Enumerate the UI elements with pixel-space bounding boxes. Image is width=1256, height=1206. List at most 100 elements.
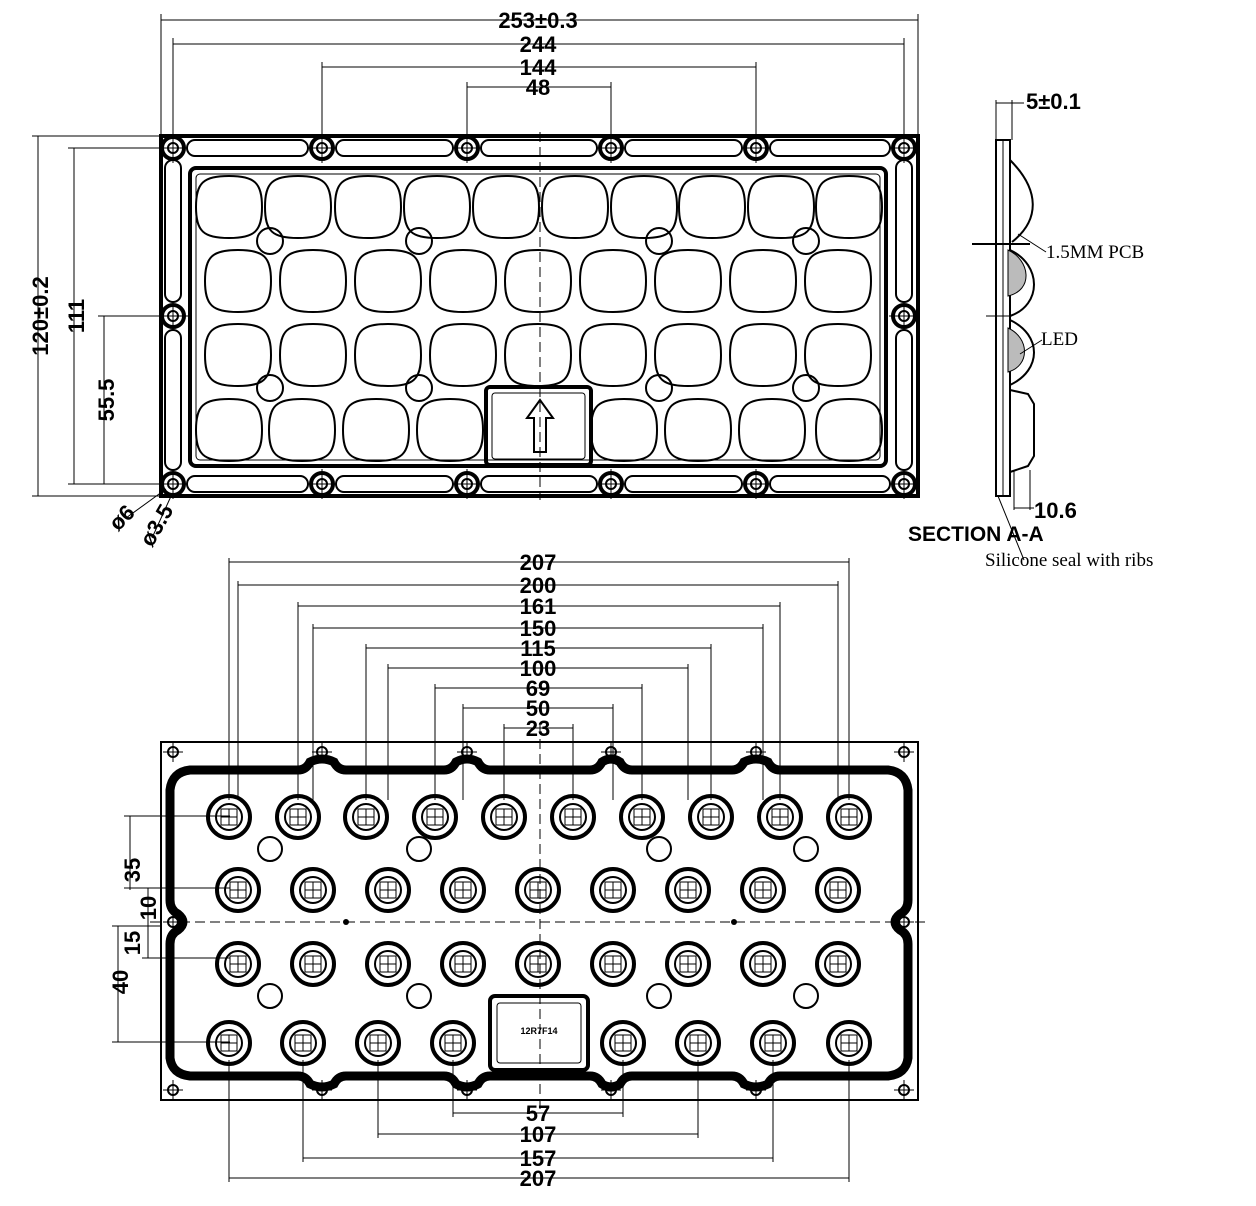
mounting-slot: [164, 159, 182, 303]
section-led-hatch: [1007, 327, 1025, 373]
led-icon: [352, 803, 380, 831]
led-icon: [824, 876, 852, 904]
led-lens: [290, 867, 336, 913]
led-icon: [697, 803, 725, 831]
screw-boss: [792, 227, 820, 255]
bottom-top-dim-label: 150: [520, 616, 557, 641]
seal-note: Silicone seal with ribs: [985, 550, 1153, 571]
section-led-label: LED: [1041, 329, 1078, 350]
lens: [203, 248, 273, 314]
led-lens: [515, 867, 561, 913]
led-icon: [684, 1029, 712, 1057]
led-icon: [284, 803, 312, 831]
lens: [540, 174, 610, 240]
led-icon: [766, 803, 794, 831]
top-lens-frame-inner: [195, 173, 881, 461]
lens: [589, 397, 659, 463]
lens: [746, 174, 816, 240]
led-icon: [421, 803, 449, 831]
bottom-screw-boss: [257, 983, 283, 1009]
bottom-bottom-dim-label: 57: [526, 1101, 550, 1126]
dim-hole-outer-diameter: ø6: [104, 500, 140, 536]
lens: [428, 322, 498, 388]
led-lens: [515, 941, 561, 987]
screw-bosses: [256, 227, 820, 402]
led-icon: [599, 950, 627, 978]
lens: [503, 322, 573, 388]
bottom-mounting-holes: [163, 742, 914, 1100]
lens: [341, 397, 411, 463]
bottom-left-dim-lines: [112, 815, 230, 1043]
lens: [278, 322, 348, 388]
label-window-inner: [491, 392, 586, 460]
led-icon: [374, 950, 402, 978]
lens: [663, 397, 733, 463]
led-icon: [749, 876, 777, 904]
lens: [728, 322, 798, 388]
screw-boss: [405, 227, 433, 255]
dim-hole-span-mid: 144: [520, 55, 557, 80]
bottom-top-dim-label: 115: [520, 636, 556, 661]
dim-hole-span-inner: 48: [526, 75, 550, 100]
lens: [203, 322, 273, 388]
led-icon: [299, 876, 327, 904]
section-pcb-label: 1.5MM PCB: [1046, 242, 1144, 263]
section-thickness-dim: 5±0.1: [1026, 89, 1081, 114]
mounting-slot: [769, 475, 891, 493]
mounting-slot: [335, 139, 454, 157]
led-icon: [524, 876, 552, 904]
lens: [415, 397, 485, 463]
section-view: 5±0.1 1.5MM PCB LED 10.6 SECTION A-A Sil…: [908, 89, 1153, 571]
led-icon: [524, 950, 552, 978]
bottom-screw-boss: [793, 983, 819, 1009]
led-lens: [215, 941, 261, 987]
led-icon: [374, 876, 402, 904]
led-icon: [674, 876, 702, 904]
section-lens-2: [1009, 249, 1035, 317]
bottom-top-dim-label: 50: [526, 696, 550, 721]
led-lens: [665, 867, 711, 913]
lens: [278, 248, 348, 314]
led-icon: [289, 1029, 317, 1057]
bottom-top-dim-label: 161: [520, 594, 557, 619]
lens: [578, 322, 648, 388]
mounting-slot: [895, 159, 913, 303]
led-lens: [365, 867, 411, 913]
mounting-slot: [624, 139, 743, 157]
led-icon: [449, 876, 477, 904]
screw-boss: [645, 227, 673, 255]
lens: [737, 397, 807, 463]
mounting-slot: [164, 329, 182, 471]
led-icon: [759, 1029, 787, 1057]
lens: [333, 174, 403, 240]
led-icon: [299, 950, 327, 978]
bottom-screw-bosses: [257, 836, 819, 1009]
direction-arrow-icon: [525, 398, 555, 453]
screw-boss: [405, 374, 433, 402]
bottom-top-dim-label: 69: [526, 676, 550, 701]
bottom-bottom-dim-label: 107: [520, 1122, 557, 1147]
lens: [578, 248, 648, 314]
top-dim-lines: [160, 14, 919, 148]
section-lens-3: [1009, 319, 1035, 386]
lens: [428, 248, 498, 314]
dim-half-height: 55.5: [94, 379, 119, 422]
bottom-top-dim-label: 23: [526, 716, 550, 741]
bottom-screw-boss: [257, 836, 283, 862]
bottom-screw-boss: [646, 836, 672, 862]
lens: [353, 248, 423, 314]
led-lens: [215, 867, 261, 913]
dim-overall-height: 120±0.2: [28, 276, 53, 355]
led-lens: [440, 867, 486, 913]
silicone-seal: [165, 754, 913, 1092]
part-label-plate: [488, 994, 590, 1072]
bottom-screw-boss: [406, 836, 432, 862]
bottom-bottom-dim-label: 157: [520, 1146, 557, 1171]
led-icon: [599, 876, 627, 904]
led-icon: [439, 1029, 467, 1057]
bottom-bottom-dim-label: 207: [520, 1166, 557, 1191]
mounting-slot: [335, 475, 454, 493]
